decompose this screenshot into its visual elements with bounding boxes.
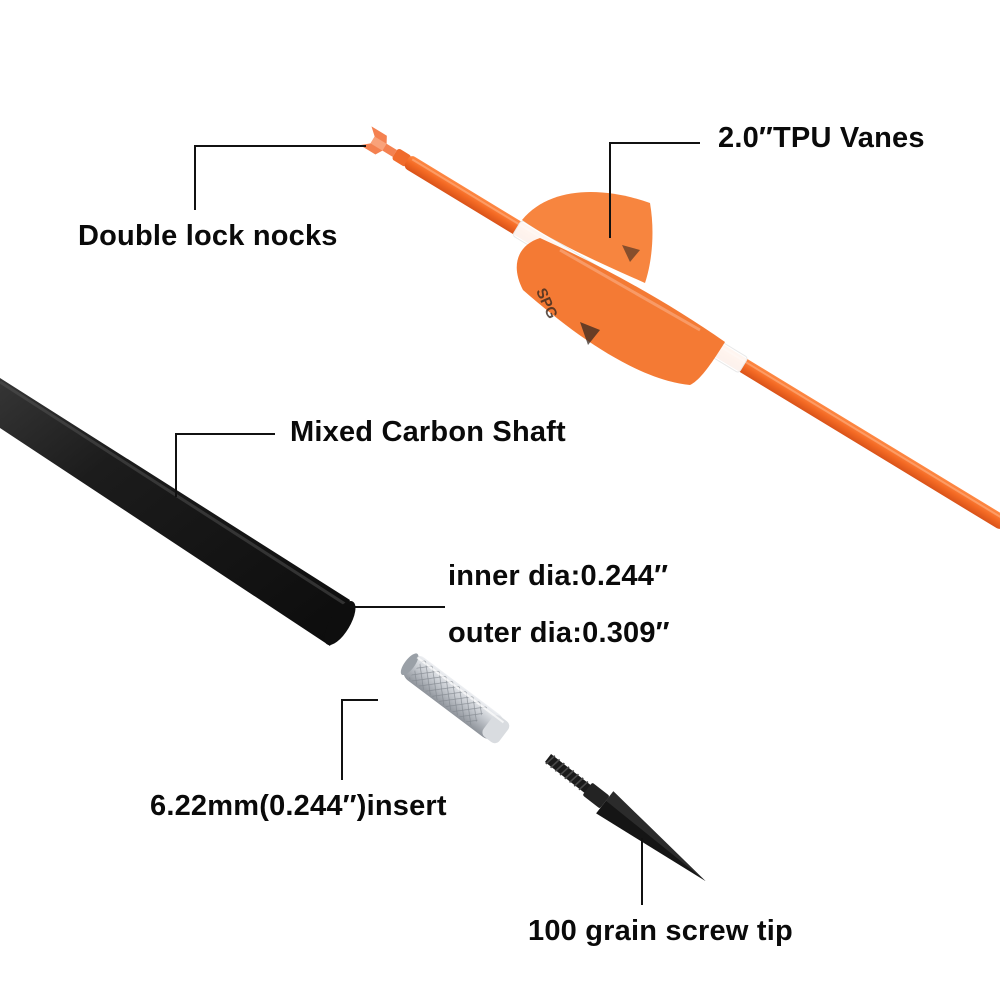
leader-lines: [175, 142, 700, 905]
leader-insert: [341, 699, 378, 780]
label-screw-tip: 100 grain screw tip: [528, 915, 793, 947]
label-insert: 6.22mm(0.244″)insert: [150, 790, 447, 822]
label-mixed-carbon-shaft: Mixed Carbon Shaft: [290, 416, 566, 448]
insert-icon: [400, 653, 510, 744]
leader-shaft: [175, 433, 275, 497]
label-tpu-vanes: 2.0″TPU Vanes: [718, 122, 925, 154]
leader-vanes: [609, 142, 700, 238]
vane-icon: SPG: [516, 192, 725, 385]
screw-tip-icon: [544, 754, 706, 882]
carbon-shaft: [0, 378, 356, 646]
leader-nocks: [194, 145, 366, 210]
label-inner-diameter: inner dia:0.244″: [448, 560, 669, 592]
label-outer-diameter: outer dia:0.309″: [448, 617, 670, 649]
label-double-lock-nocks: Double lock nocks: [78, 220, 338, 252]
